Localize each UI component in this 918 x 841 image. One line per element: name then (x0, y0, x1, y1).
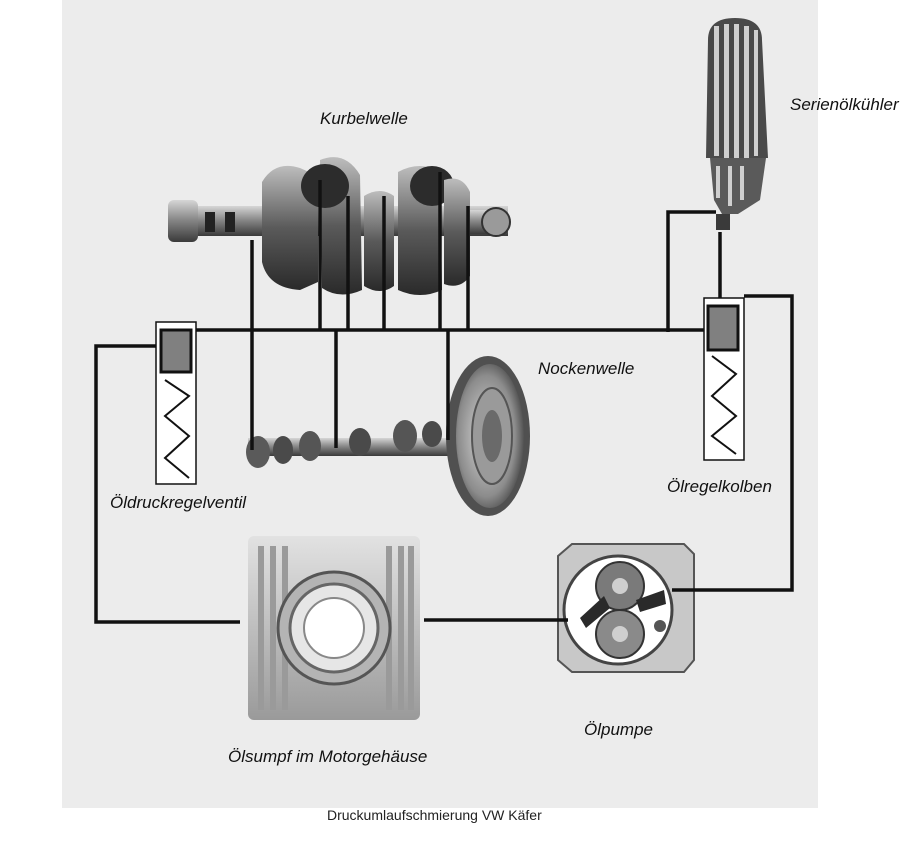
oil-cooler-image (706, 18, 768, 230)
label-control-piston: Ölregelkolben (667, 477, 772, 496)
label-pressure-relief-valve: Öldruckregelventil (110, 493, 247, 512)
control-piston-valve (703, 297, 745, 461)
label-camshaft: Nockenwelle (538, 359, 635, 378)
oil-pump-image (557, 543, 695, 673)
label-oil-sump: Ölsumpf im Motorgehäuse (228, 747, 428, 766)
label-oil-pump: Ölpumpe (584, 720, 653, 739)
camshaft-image (246, 356, 530, 516)
pressure-relief-valve (155, 321, 197, 485)
label-oil-cooler: Serienölkühler (790, 95, 899, 114)
crankshaft-image (168, 157, 511, 295)
piston-spring (710, 355, 738, 455)
figure-caption: Druckumlaufschmierung VW Käfer (327, 807, 542, 823)
valve-spring (163, 379, 191, 479)
pump-to-piston-line (672, 294, 794, 592)
oil-lines (94, 172, 794, 624)
oil-sump-image (248, 536, 420, 720)
cooler-feed-line (666, 210, 716, 332)
label-crankshaft: Kurbelwelle (320, 109, 408, 128)
valve-return-line (94, 344, 240, 624)
